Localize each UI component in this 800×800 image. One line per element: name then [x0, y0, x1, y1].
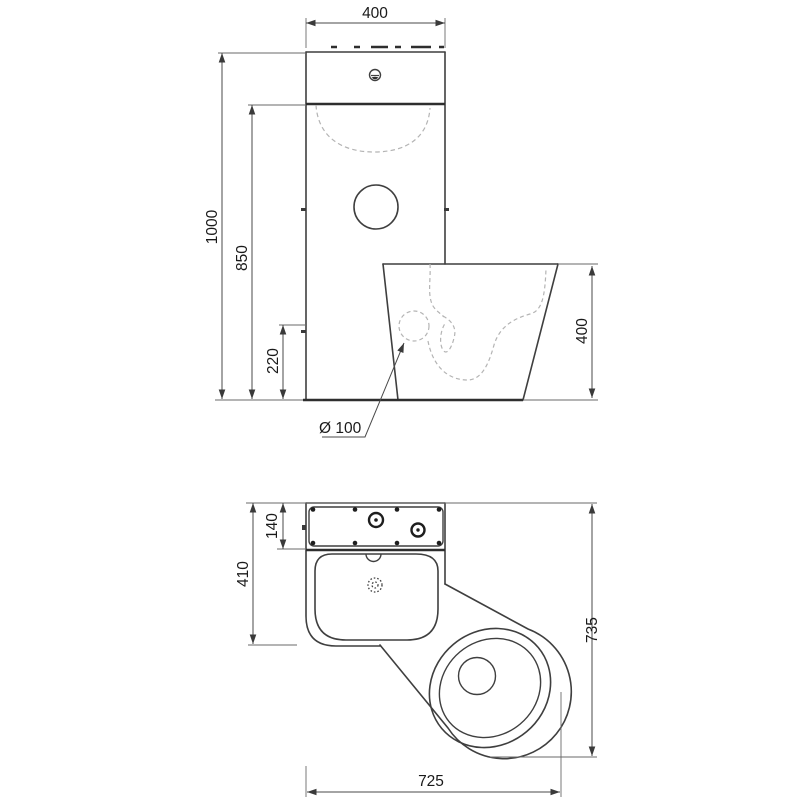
dim-725-extensions [305, 692, 562, 797]
plan-view: 140 410 735 725 [235, 502, 601, 797]
mounting-screws [310, 507, 442, 546]
front-elevation-view: Ø 100 400 1000 850 220 400 [204, 5, 598, 438]
basin-bowl-outline [314, 553, 439, 641]
dim-400wc-label: 400 [574, 318, 591, 344]
supply-fitting [410, 522, 426, 538]
outlet-leader-line [322, 342, 405, 438]
hidden-basin-bowl-arc [315, 104, 431, 153]
basin-tap-notch [365, 553, 382, 563]
wc-sump-circle [457, 656, 497, 696]
hidden-flush-channel [429, 263, 445, 318]
tap-icon-spout [371, 76, 379, 80]
dim-220-label: 220 [265, 348, 282, 374]
fixing-tick [444, 208, 449, 211]
dim-735-label: 735 [584, 617, 601, 643]
basin-waste-drain [367, 577, 383, 593]
wc-rim-outer [428, 627, 552, 749]
wc-pan-rear-slant [522, 263, 559, 401]
mounting-plate [308, 506, 444, 547]
outlet-diameter-label: Ø 100 [319, 420, 362, 437]
supply-fitting [367, 511, 385, 529]
hidden-trap-pocket [440, 315, 456, 353]
hidden-outlet-circle [398, 310, 430, 342]
dim-1000-label: 1000 [204, 209, 221, 244]
fixing-tick [302, 525, 306, 530]
dim-410-label: 410 [235, 561, 252, 587]
dim-140-label: 140 [264, 513, 281, 539]
wc-rim-inner [438, 637, 542, 739]
wc-footprint-outline [379, 583, 573, 760]
dim-725-label: 725 [418, 773, 444, 790]
dim-400-label: 400 [362, 5, 388, 22]
hidden-trap-sweep [427, 267, 547, 381]
flush-access-hole [353, 184, 399, 230]
fixing-tick [301, 208, 306, 211]
dim-850-label: 850 [234, 245, 251, 271]
tap-icon [368, 68, 382, 82]
basin-waste-drain-center [371, 581, 379, 589]
fixing-tick [301, 330, 306, 333]
wc-pan-front-slant [382, 263, 399, 401]
plan-left-outline [305, 502, 381, 647]
